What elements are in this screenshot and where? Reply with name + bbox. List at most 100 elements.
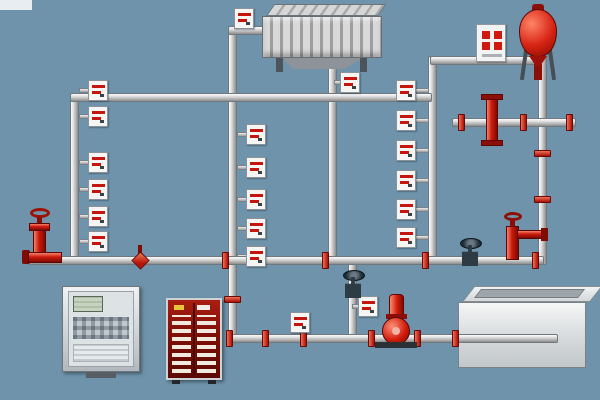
label-mark	[250, 162, 263, 165]
label-mark	[92, 117, 101, 120]
status-dot	[100, 166, 104, 169]
indicator-mark	[494, 42, 502, 50]
label-mark	[92, 217, 101, 220]
test-hydrant-valve[interactable]	[498, 212, 550, 260]
pipe-right-manifold	[452, 118, 576, 127]
status-dot	[408, 184, 412, 187]
alarm-zone-indicator[interactable]	[88, 106, 108, 127]
pipe-coupling	[422, 252, 429, 269]
gate-valve[interactable]	[458, 238, 482, 268]
cabinet-foot	[208, 380, 216, 384]
pump-body	[486, 99, 498, 141]
label-mark	[250, 229, 259, 232]
status-dot	[100, 220, 104, 223]
pipe-center-right-riser	[428, 56, 437, 265]
valve-stem	[37, 217, 42, 224]
label-mark	[92, 236, 105, 239]
fire-alarm-control-panel[interactable]	[62, 286, 142, 378]
butterfly-valve[interactable]	[129, 244, 151, 270]
alarm-zone-indicator[interactable]	[246, 124, 266, 145]
vessel-outlet	[534, 64, 542, 80]
status-dot	[100, 245, 104, 248]
alarm-zone-indicator[interactable]	[88, 80, 108, 101]
pipe-coupling	[458, 114, 465, 131]
pipe-coupling	[534, 196, 551, 203]
alarm-zone-indicator[interactable]	[246, 218, 266, 239]
reserve-water-tank	[452, 278, 600, 372]
label-mark	[362, 307, 371, 310]
alarm-zone-indicator[interactable]	[396, 110, 416, 131]
name-plate	[197, 305, 210, 310]
status-dot	[408, 213, 412, 216]
alarm-zone-indicator[interactable]	[246, 246, 266, 267]
hydrant-arm	[517, 230, 542, 239]
hydrant-cap	[541, 228, 548, 241]
pipe-coupling	[222, 252, 229, 269]
label-mark	[238, 19, 247, 22]
label-mark	[400, 232, 413, 235]
label-mark	[92, 184, 105, 187]
label-mark	[92, 111, 105, 114]
label-mark	[344, 77, 357, 80]
alarm-zone-indicator[interactable]	[88, 152, 108, 173]
pipe-coupling	[534, 150, 551, 157]
alarm-zone-indicator[interactable]	[396, 199, 416, 220]
tank-body	[262, 16, 382, 58]
vessel-cap	[532, 4, 544, 11]
status-dot	[408, 241, 412, 244]
alarm-zone-indicator[interactable]	[290, 312, 310, 333]
pipe-stub	[415, 235, 429, 240]
label-mark	[400, 121, 409, 124]
label-mark	[92, 163, 101, 166]
status-dot	[100, 120, 104, 123]
pipe-stub	[415, 207, 429, 212]
valve-stem	[510, 220, 515, 227]
alarm-zone-indicator[interactable]	[396, 80, 416, 101]
label-mark	[92, 85, 105, 88]
pump-control-cabinet[interactable]	[166, 298, 224, 384]
label-mark	[400, 204, 413, 207]
alarm-zone-indicator[interactable]	[88, 179, 108, 200]
label-mark	[250, 200, 259, 203]
pump-flange	[481, 140, 503, 146]
alarm-zone-indicator[interactable]	[358, 296, 378, 317]
pipe-coupling	[368, 330, 375, 347]
door-divider	[193, 303, 195, 375]
pipe-center-riser	[328, 58, 337, 265]
alarm-zone-indicator[interactable]	[88, 231, 108, 252]
alarm-zone-indicator[interactable]	[396, 227, 416, 248]
status-dot	[408, 154, 412, 157]
alarm-check-valve[interactable]	[22, 208, 78, 266]
pipe-stub	[415, 148, 429, 153]
alarm-zone-indicator[interactable]	[246, 157, 266, 178]
vessel-leg	[547, 49, 557, 81]
alarm-zone-indicator[interactable]	[396, 170, 416, 191]
fire-pump[interactable]	[372, 294, 420, 348]
status-dot	[258, 260, 262, 263]
status-dot	[100, 193, 104, 196]
alarm-zone-indicator[interactable]	[246, 189, 266, 210]
pump-hub	[392, 327, 400, 335]
alarm-zone-indicator[interactable]	[340, 72, 360, 93]
indicator-mark	[482, 42, 490, 50]
status-dot	[352, 86, 356, 89]
label-mark	[238, 13, 251, 16]
gate-valve[interactable]	[341, 270, 365, 300]
alarm-zone-indicator[interactable]	[396, 140, 416, 161]
pipe-coupling	[532, 252, 539, 269]
junction-box	[476, 24, 506, 62]
alarm-zone-indicator[interactable]	[88, 206, 108, 227]
status-dot	[258, 171, 262, 174]
label-mark	[92, 157, 105, 160]
pipe-stub	[415, 178, 429, 183]
label-mark	[250, 251, 263, 254]
label-mark	[362, 301, 375, 304]
expansion-vessel	[514, 4, 564, 84]
pipe-coupling	[566, 114, 573, 131]
panel-slot	[482, 54, 502, 57]
status-dot	[408, 124, 412, 127]
alarm-zone-indicator[interactable]	[234, 8, 254, 29]
pump-band	[386, 314, 407, 319]
inline-booster-pump[interactable]	[480, 94, 504, 146]
pipe-top-header	[70, 93, 432, 102]
